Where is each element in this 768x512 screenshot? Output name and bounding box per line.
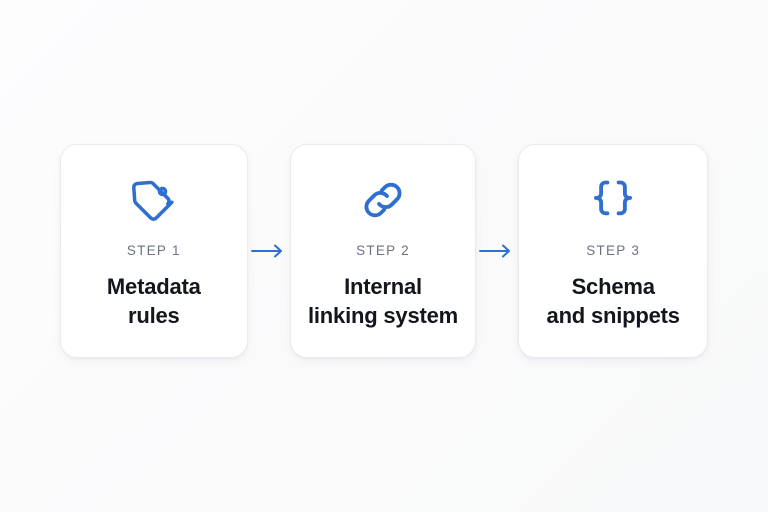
curly-braces-icon	[585, 172, 641, 228]
tag-icon	[126, 172, 182, 228]
flow-spacer-right	[708, 144, 768, 358]
step-flow: STEP 1 Metadata rules STEP 2 Internal li…	[0, 144, 768, 358]
step-card-3[interactable]: STEP 3 Schema and snippets	[518, 144, 709, 358]
connector-2-3	[476, 144, 518, 358]
step-title: Schema and snippets	[546, 273, 680, 328]
step-card-1[interactable]: STEP 1 Metadata rules	[59, 144, 248, 358]
step-label: STEP 2	[356, 243, 410, 258]
step-label: STEP 1	[126, 243, 181, 258]
step-title: Internal linking system	[307, 273, 459, 328]
connector-1-2	[248, 144, 290, 358]
link-icon	[355, 172, 411, 228]
step-title: Metadata rules	[106, 273, 201, 328]
step-label: STEP 3	[586, 243, 641, 258]
arrow-right-icon	[250, 244, 282, 258]
arrow-right-icon	[479, 244, 511, 258]
step-card-2[interactable]: STEP 2 Internal linking system	[289, 144, 477, 358]
flow-spacer-left	[0, 144, 60, 358]
